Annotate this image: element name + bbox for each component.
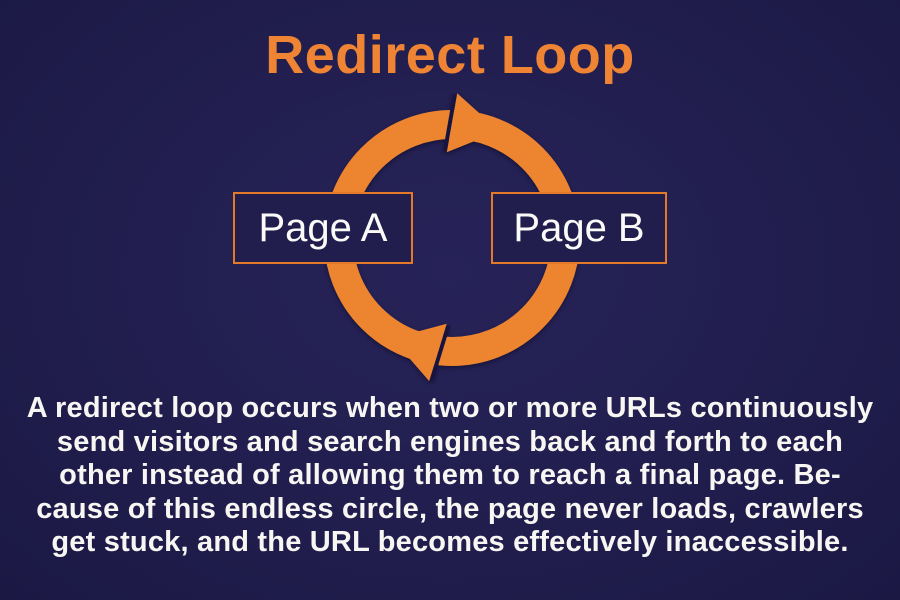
description-line: other instead of allowing them to reach … [59, 459, 841, 491]
description-line: cause of this endless circle, the page n… [36, 492, 864, 525]
page-a-box: Page A [233, 192, 413, 264]
description-line: get stuck, and the URL becomes effective… [51, 526, 849, 558]
page-a-label: Page A [258, 205, 388, 250]
description-line: send visitors and search engines back an… [56, 425, 844, 458]
page-b-label: Page B [513, 205, 645, 250]
description-line: A redirect loop occurs when two or more … [26, 392, 874, 424]
page-title: Redirect Loop [265, 25, 635, 85]
page-b-box: Page B [491, 192, 667, 264]
description-text: A redirect loop occurs when two or more … [0, 392, 900, 560]
